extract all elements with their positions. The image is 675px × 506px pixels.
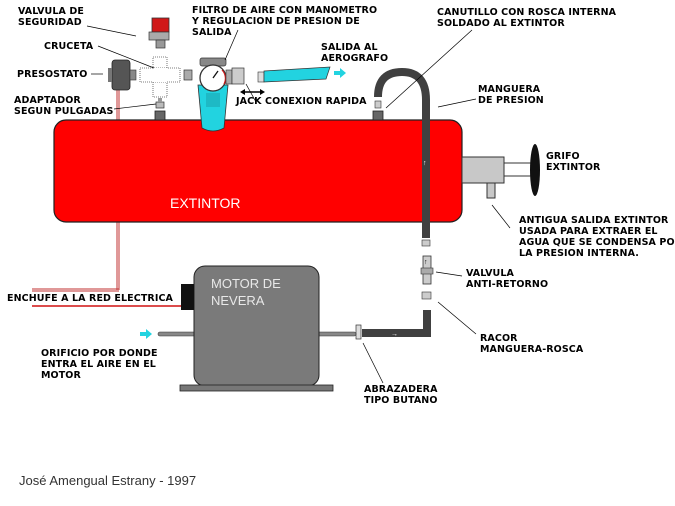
label-airbrush-outlet: SALIDA AL AEROGRAFO <box>321 42 389 64</box>
cross-fitting-icon <box>139 56 181 98</box>
label-extinguisher: EXTINTOR <box>170 195 241 211</box>
airbrush-hose-icon <box>263 66 331 83</box>
extinguisher-tap-icon <box>461 144 540 199</box>
double-arrow-icon <box>240 89 265 95</box>
power-plug-icon <box>181 284 194 310</box>
safety-valve-icon <box>148 17 170 49</box>
outlet-arrow-icon <box>334 68 346 78</box>
label-hose-fitting: RACOR MANGUERA-ROSCA <box>480 333 584 355</box>
threaded-tube-icon <box>372 100 384 121</box>
author-credit: José Amengual Estrany - 1997 <box>19 473 197 488</box>
extinguisher-tank <box>53 119 463 223</box>
label-air-filter: FILTRO DE AIRE CON MANOMETRO Y REGULACIO… <box>192 5 378 38</box>
motor-outlet-hose <box>362 310 431 337</box>
label-air-intake: ORIFICIO POR DONDE ENTRA EL AIRE EN EL M… <box>41 348 158 381</box>
air-filter-icon <box>197 57 233 132</box>
label-safety-valve: VALVULA DE SEGURIDAD <box>18 6 84 28</box>
label-check-valve: VALVULA ANTI-RETORNO <box>466 268 549 290</box>
label-cross: CRUCETA <box>44 41 94 52</box>
label-old-outlet: ANTIGUA SALIDA EXTINTOR USADA PARA EXTRA… <box>519 215 675 259</box>
hose-fitting-icon <box>421 291 432 300</box>
label-quick-jack: JACK CONEXION RAPIDA <box>236 96 367 107</box>
intake-arrow-icon <box>140 329 152 339</box>
check-valve-icon: ↑ <box>420 255 434 285</box>
pressure-switch-icon <box>108 59 137 91</box>
adapter-fitting-icon <box>154 98 166 121</box>
svg-text:↑: ↑ <box>424 259 428 266</box>
flow-arrow-icon: ↑ <box>423 160 427 167</box>
hose-connector-icon <box>421 239 431 247</box>
label-adapter: ADAPTADOR SEGUN PULGADAS <box>14 95 114 117</box>
label-pressure-switch: PRESOSTATO <box>17 69 88 80</box>
quick-jack-icon <box>231 67 265 85</box>
label-power-plug: ENCHUFE A LA RED ELECTRICA <box>7 293 173 304</box>
butane-clamp-icon <box>355 324 362 340</box>
leader-lines <box>86 25 511 384</box>
pressure-hose <box>374 67 430 238</box>
motor-base <box>179 384 334 392</box>
label-butane-clamp: ABRAZADERA TIPO BUTANO <box>364 384 438 406</box>
label-fridge-motor: MOTOR DE NEVERA <box>211 276 281 308</box>
label-threaded-tube: CANUTILLO CON ROSCA INTERNA SOLDADO AL E… <box>437 7 617 29</box>
flow-arrow-icon: → <box>391 331 398 338</box>
label-pressure-hose: MANGUERA DE PRESION <box>478 84 544 106</box>
label-extinguisher-tap: GRIFO EXTINTOR <box>546 151 601 173</box>
nipple-fitting-icon <box>183 69 193 81</box>
